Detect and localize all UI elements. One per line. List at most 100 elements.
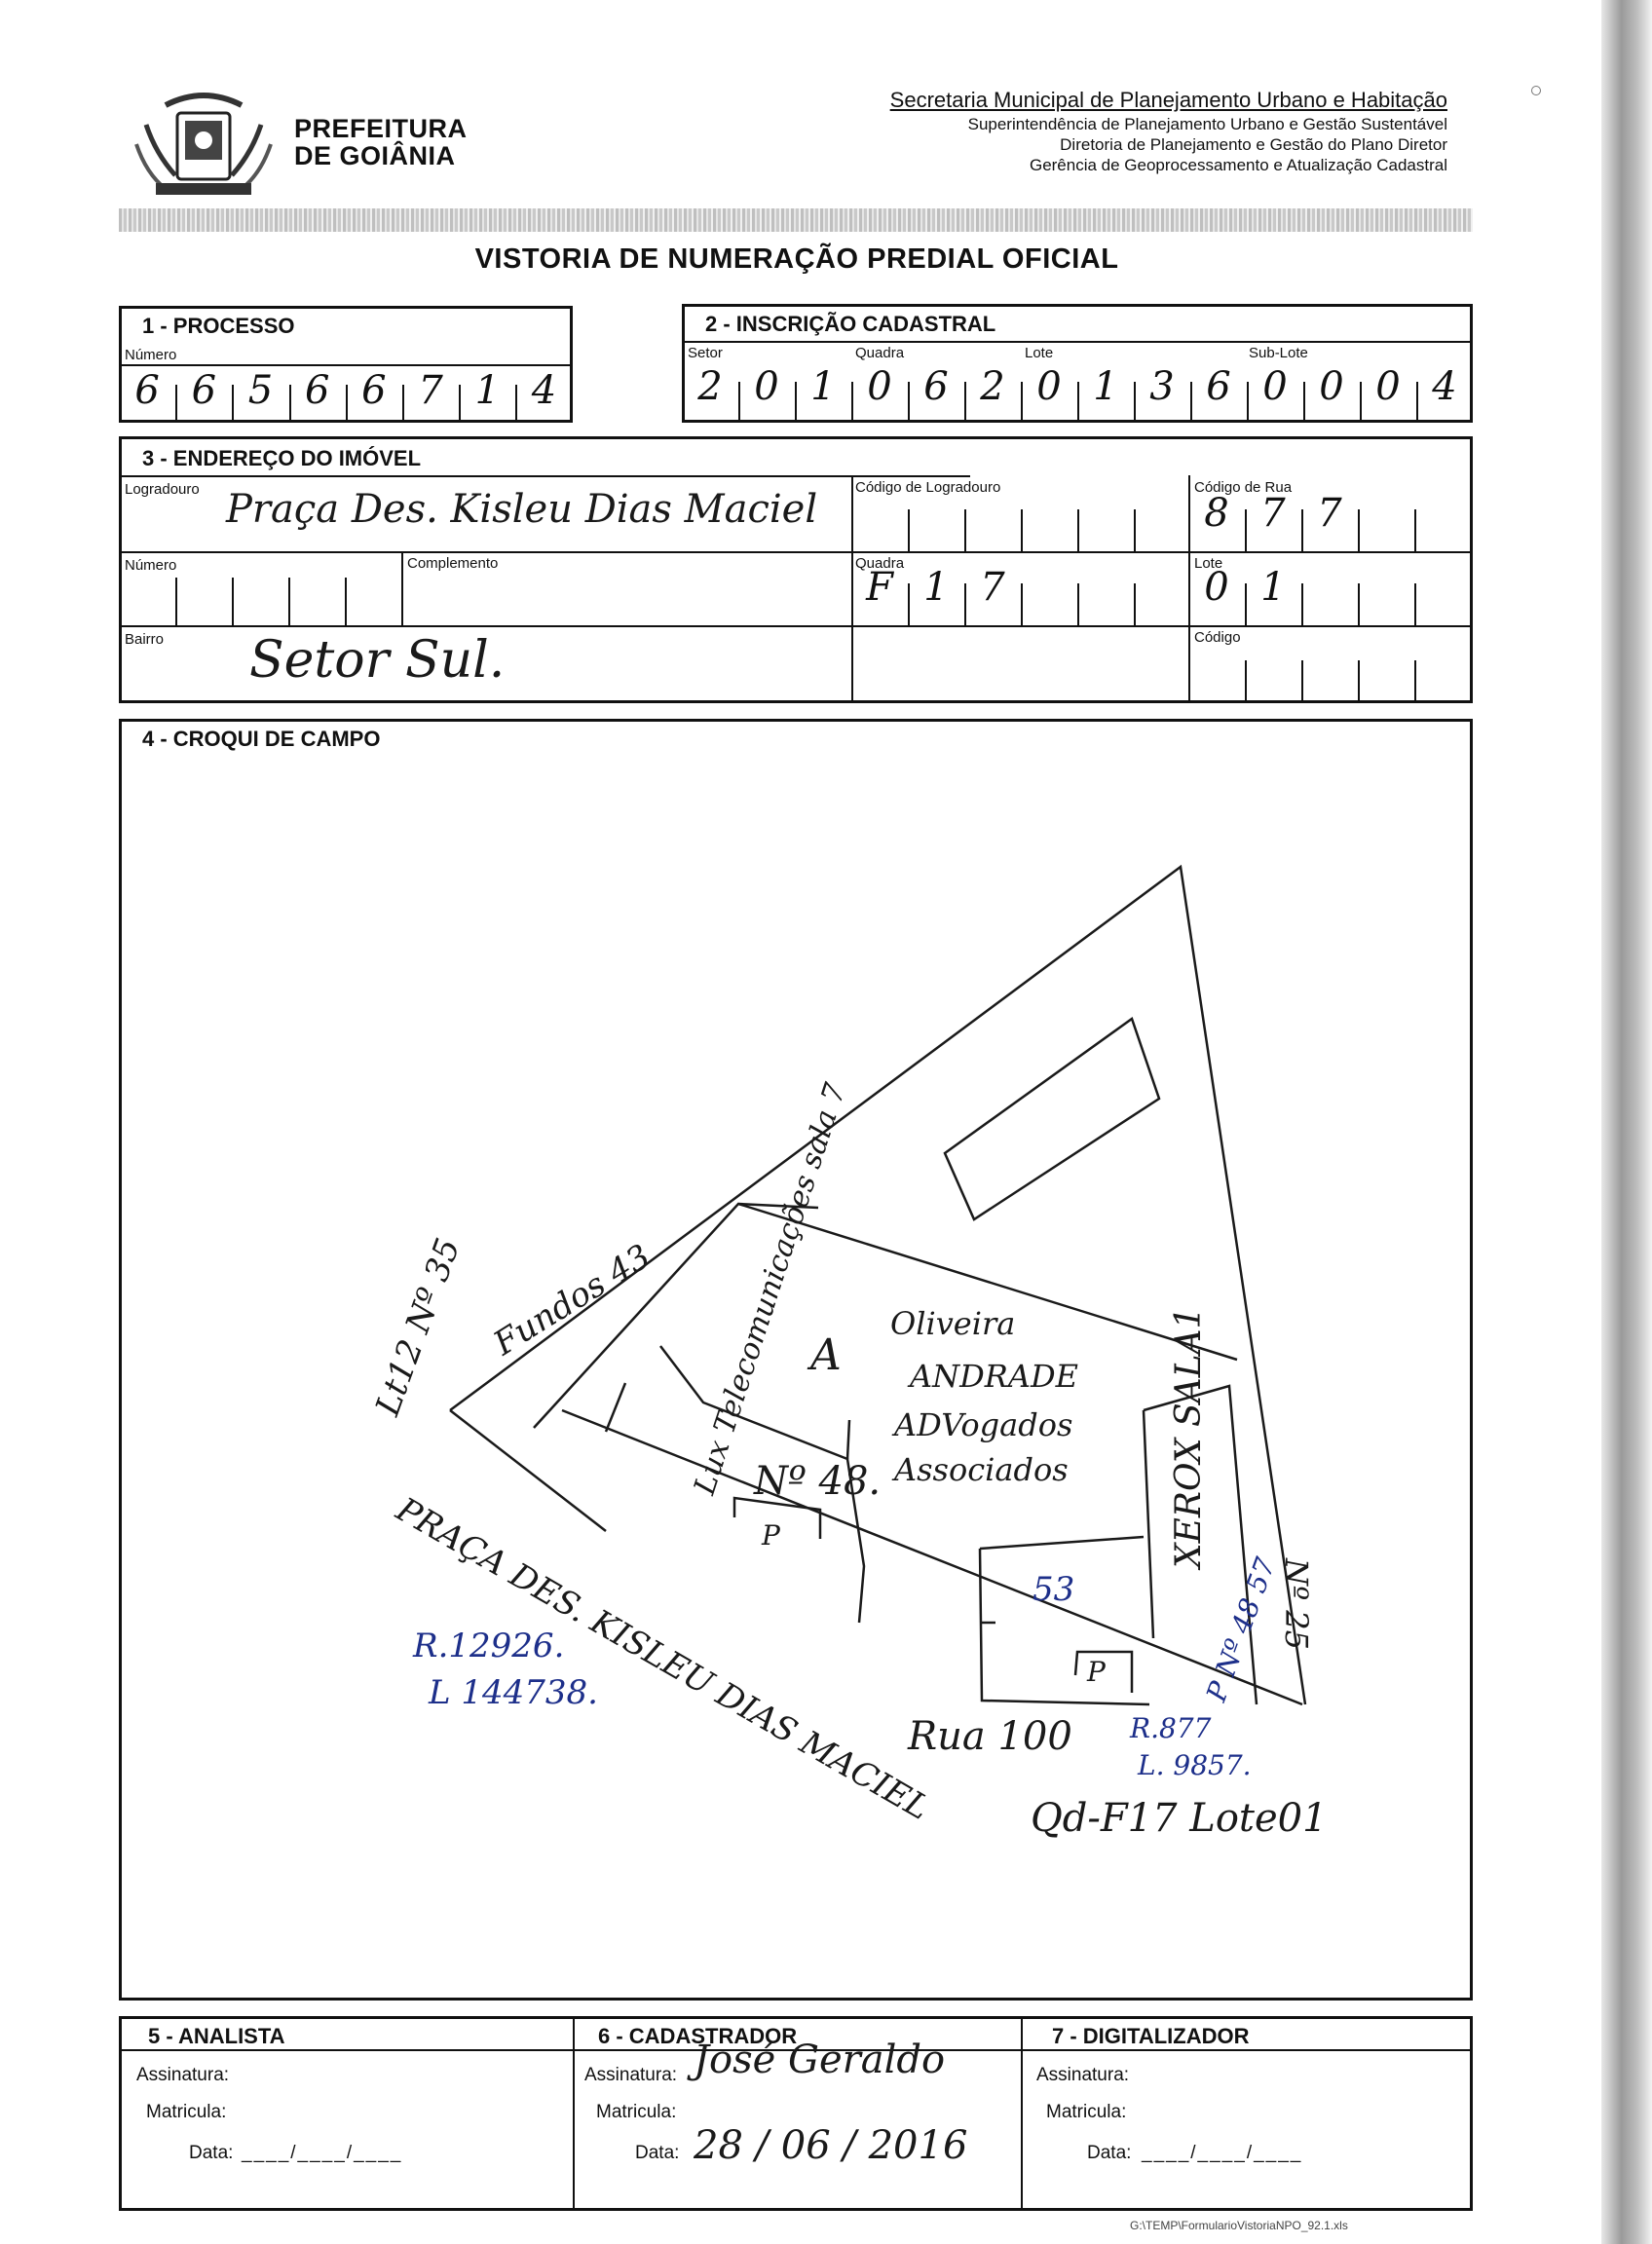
note-oliveira-2: ANDRADE: [910, 1358, 1078, 1395]
codigo-cell-separator: [1245, 659, 1247, 703]
inscricao-digit: 0: [1319, 364, 1344, 409]
inscricao-digit: 0: [754, 364, 779, 409]
note-r877: R.877: [1130, 1712, 1212, 1744]
codigo-rua-separator: [1301, 509, 1303, 551]
inscricao-digit: 6: [923, 364, 949, 409]
inscricao-digit: 0: [1262, 364, 1288, 409]
codigo-rua-digit: 8: [1204, 491, 1229, 536]
inscricao-digit: 0: [867, 364, 892, 409]
note-p1: P: [762, 1519, 780, 1552]
signature-vdivider-2: [1021, 2016, 1023, 2211]
endereco-lote-separator: [1301, 583, 1303, 625]
codigo-logradouro-cell-separator: [1077, 509, 1079, 551]
codigo-rua-separator: [1245, 509, 1247, 551]
bairro-label: Bairro: [125, 631, 165, 648]
endereco-vdivider-2: [1188, 475, 1190, 703]
endereco-row-divider-1: [119, 551, 1473, 553]
codigo-logradouro-cell-separator: [1134, 509, 1136, 551]
lote-label: Lote: [1025, 345, 1054, 361]
inscricao-separator: [1134, 382, 1136, 423]
processo-separator: [345, 385, 348, 423]
processo-separator: [175, 385, 178, 423]
inscricao-separator: [908, 382, 910, 423]
endereco-vdivider-1: [851, 475, 853, 703]
inscricao-digit: 1: [1093, 364, 1118, 409]
note-letter-a: A: [810, 1330, 842, 1380]
inscricao-divider: [682, 341, 1473, 343]
codigo-rua-separator: [1358, 509, 1360, 551]
inscricao-digit: 3: [1149, 364, 1175, 409]
note-oliveira-3: ADVogados: [894, 1406, 1073, 1443]
endereco-lote-separator: [1358, 583, 1360, 625]
endereco-quadra-separator: [964, 583, 966, 625]
inscricao-title: 2 - INSCRIÇÃO CADASTRAL: [705, 312, 996, 336]
processo-digit: 6: [191, 368, 217, 413]
codigo-rua-digit: 7: [1317, 491, 1342, 536]
endereco-vdivider-3: [401, 551, 403, 625]
note-53: 53: [1032, 1570, 1075, 1609]
endereco-lote-label: Lote: [1194, 555, 1223, 572]
inscricao-digit: 0: [1036, 364, 1062, 409]
croqui-section: [119, 719, 1473, 2001]
processo-digit: 1: [474, 368, 501, 413]
digitalizador-data-value: ____/____/____: [1142, 2143, 1303, 2163]
codigo-logradouro-label: Código de Logradouro: [855, 479, 1001, 496]
logradouro-label: Logradouro: [125, 481, 200, 498]
inscricao-digit: 6: [1206, 364, 1231, 409]
digitalizador-matricula-label: Matricula:: [1046, 2102, 1127, 2122]
scan-dot: [1531, 86, 1541, 95]
codigo-label: Código: [1194, 629, 1241, 646]
sublote-label: Sub-Lote: [1249, 345, 1308, 361]
codigo-rua-label: Código de Rua: [1194, 479, 1293, 496]
inscricao-digit: 1: [810, 364, 836, 409]
signature-vdivider-1: [573, 2016, 575, 2211]
numero-cell-separator: [232, 577, 234, 625]
endereco-row-divider-2: [119, 625, 1473, 627]
endereco-lote-digit: 0: [1204, 565, 1229, 610]
analista-assinatura-label: Assinatura:: [136, 2065, 230, 2085]
inscricao-separator: [1077, 382, 1079, 423]
cadastrador-data-label: Data:: [635, 2143, 680, 2163]
processo-title: 1 - PROCESSO: [142, 314, 295, 338]
endereco-quadra-digit: F: [866, 565, 893, 610]
analista-title: 5 - ANALISTA: [148, 2024, 285, 2048]
org-name-line1: PREFEITURA: [294, 114, 468, 143]
processo-separator: [402, 385, 404, 423]
endereco-title-divider: [119, 475, 970, 477]
logradouro-value: Praça Des. Kisleu Dias Maciel: [226, 487, 818, 532]
inscricao-digit: 2: [980, 364, 1005, 409]
inscricao-separator: [1190, 382, 1192, 423]
cadastrador-matricula-label: Matricula:: [596, 2102, 677, 2122]
inscricao-digit: 2: [697, 364, 723, 409]
note-l144738: L 144738.: [429, 1673, 598, 1712]
note-no48: Nº 48.: [754, 1459, 882, 1504]
processo-separator: [232, 385, 235, 423]
croqui-sketch: [449, 864, 1307, 1706]
signature-title-divider: [119, 2049, 1473, 2051]
cadastrador-assinatura-label: Assinatura:: [584, 2065, 678, 2085]
processo-digit: 7: [418, 368, 443, 413]
inscricao-digit: 4: [1432, 364, 1457, 409]
complemento-label: Complemento: [407, 555, 499, 572]
header-departments: Secretaria Municipal de Planejamento Urb…: [890, 90, 1447, 175]
processo-digit: 6: [134, 368, 160, 413]
endereco-quadra-separator: [1077, 583, 1079, 625]
digitalizador-data-label: Data:: [1087, 2143, 1132, 2163]
note-l9857: L. 9857.: [1138, 1749, 1252, 1781]
croqui-title: 4 - CROQUI DE CAMPO: [142, 727, 381, 751]
inscricao-separator: [1360, 382, 1362, 423]
quadra-label: Quadra: [855, 345, 905, 361]
inscricao-digit: 0: [1375, 364, 1401, 409]
endereco-quadra-label: Quadra: [855, 555, 905, 572]
inscricao-separator: [738, 382, 740, 423]
endereco-quadra-digit: 7: [980, 565, 1005, 610]
processo-digit: 4: [531, 368, 557, 413]
inscricao-separator: [795, 382, 797, 423]
analista-data-label: Data:: [189, 2143, 234, 2163]
endereco-quadra-separator: [1021, 583, 1023, 625]
endereco-lote-separator: [1414, 583, 1416, 625]
page-title: VISTORIA DE NUMERAÇÃO PREDIAL OFICIAL: [474, 243, 1119, 275]
codigo-rua-separator: [1414, 509, 1416, 551]
processo-digit: 6: [304, 368, 330, 413]
org-name-line2: DE GOIÂNIA: [294, 141, 456, 170]
